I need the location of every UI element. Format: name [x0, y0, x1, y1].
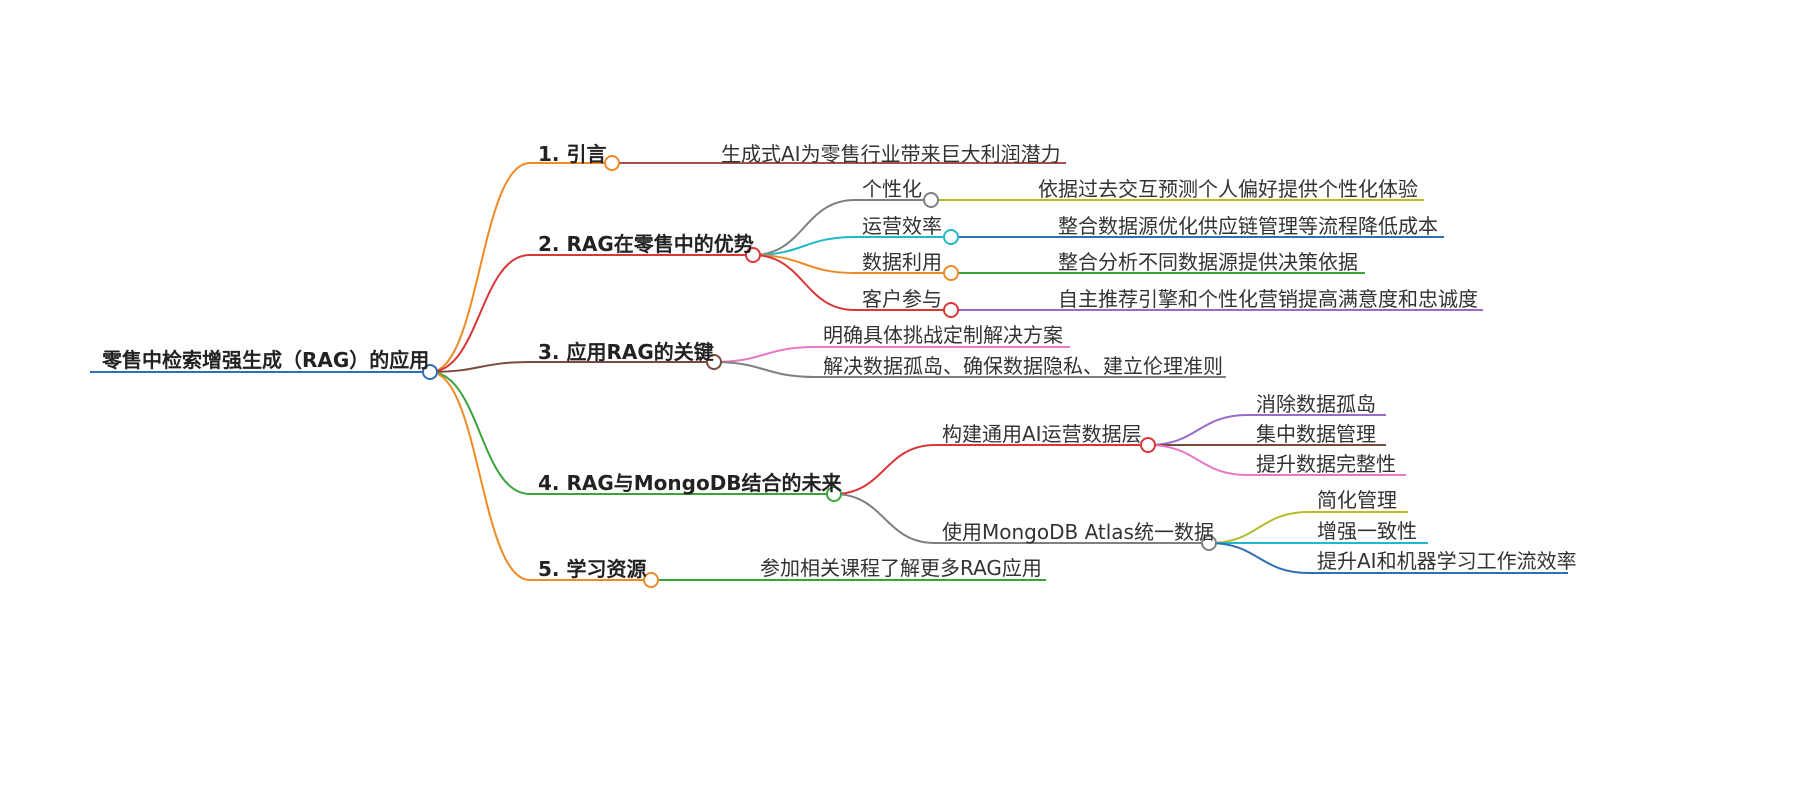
- branch-1-node[interactable]: [604, 155, 620, 171]
- future-2-node[interactable]: [1201, 535, 1217, 551]
- advantage-1-curve: [752, 199, 856, 256]
- subtopic-data-utilization[interactable]: 数据利用: [862, 250, 942, 274]
- branch-5-node[interactable]: [643, 572, 659, 588]
- topic-learning-resources[interactable]: 5. 学习资源: [538, 557, 647, 581]
- atlas-ai-ml-efficiency[interactable]: 提升AI和机器学习工作流效率: [1317, 549, 1577, 573]
- subtopic-mongodb-atlas[interactable]: 使用MongoDB Atlas统一数据: [942, 520, 1214, 544]
- subtopic-operational-efficiency[interactable]: 运营效率: [862, 214, 942, 238]
- branch-2-node[interactable]: [745, 247, 761, 263]
- intro-detail[interactable]: 生成式AI为零售行业带来巨大利润潜力: [721, 142, 1061, 166]
- future-2-leaf-1-curve: [1208, 511, 1310, 544]
- root-node[interactable]: [422, 364, 438, 380]
- keys-detail-data-privacy[interactable]: 解决数据孤岛、确保数据隐私、建立伦理准则: [823, 354, 1223, 378]
- root-topic[interactable]: 零售中检索增强生成（RAG）的应用: [102, 348, 430, 372]
- data-layer-integrity[interactable]: 提升数据完整性: [1256, 452, 1396, 476]
- future-2-curve: [833, 493, 936, 544]
- future-1-leaf-1-curve: [1147, 414, 1249, 446]
- atlas-consistency[interactable]: 增强一致性: [1317, 519, 1417, 543]
- topic-introduction[interactable]: 1. 引言: [538, 142, 607, 166]
- keys-2-curve: [713, 361, 816, 378]
- advantage-2-curve: [752, 236, 856, 256]
- advantage-4-curve: [752, 254, 856, 311]
- connector-lines: [90, 162, 1568, 581]
- future-1-curve: [833, 444, 936, 495]
- keys-1-curve: [713, 346, 816, 363]
- data-layer-remove-silos[interactable]: 消除数据孤岛: [1256, 392, 1376, 416]
- future-2-leaf-3-curve: [1208, 542, 1310, 574]
- personalization-detail[interactable]: 依据过去交互预测个人偏好提供个性化体验: [1038, 177, 1418, 201]
- keys-detail-challenges[interactable]: 明确具体挑战定制解决方案: [823, 323, 1063, 347]
- branch-3-curve: [429, 361, 531, 373]
- customer-engagement-detail[interactable]: 自主推荐引擎和个性化营销提高满意度和忠诚度: [1058, 287, 1478, 311]
- advantage-2-node[interactable]: [943, 229, 959, 245]
- atlas-simplify[interactable]: 简化管理: [1317, 488, 1397, 512]
- data-layer-centralize[interactable]: 集中数据管理: [1256, 422, 1376, 446]
- advantage-1-node[interactable]: [923, 192, 939, 208]
- data-utilization-detail[interactable]: 整合分析不同数据源提供决策依据: [1058, 250, 1358, 274]
- subtopic-personalization[interactable]: 个性化: [862, 177, 922, 201]
- topic-rag-keys[interactable]: 3. 应用RAG的关键: [538, 340, 714, 364]
- subtopic-customer-engagement[interactable]: 客户参与: [862, 287, 942, 311]
- branch-2-curve: [429, 254, 531, 373]
- advantage-4-node[interactable]: [943, 302, 959, 318]
- advantage-3-curve: [752, 254, 856, 274]
- branch-5-curve: [429, 371, 531, 581]
- operational-efficiency-detail[interactable]: 整合数据源优化供应链管理等流程降低成本: [1058, 214, 1438, 238]
- branch-4-node[interactable]: [826, 486, 842, 502]
- future-1-node[interactable]: [1140, 437, 1156, 453]
- topic-rag-advantages[interactable]: 2. RAG在零售中的优势: [538, 232, 754, 256]
- future-1-leaf-3-curve: [1147, 444, 1249, 476]
- branch-4-curve: [429, 371, 531, 495]
- advantage-3-node[interactable]: [943, 265, 959, 281]
- branch-1-curve: [429, 162, 531, 373]
- branch-3-node[interactable]: [706, 354, 722, 370]
- subtopic-ai-data-layer[interactable]: 构建通用AI运营数据层: [942, 422, 1142, 446]
- node-markers: [422, 155, 1217, 588]
- resources-detail[interactable]: 参加相关课程了解更多RAG应用: [760, 556, 1042, 580]
- topic-rag-mongodb-future[interactable]: 4. RAG与MongoDB结合的未来: [538, 471, 842, 495]
